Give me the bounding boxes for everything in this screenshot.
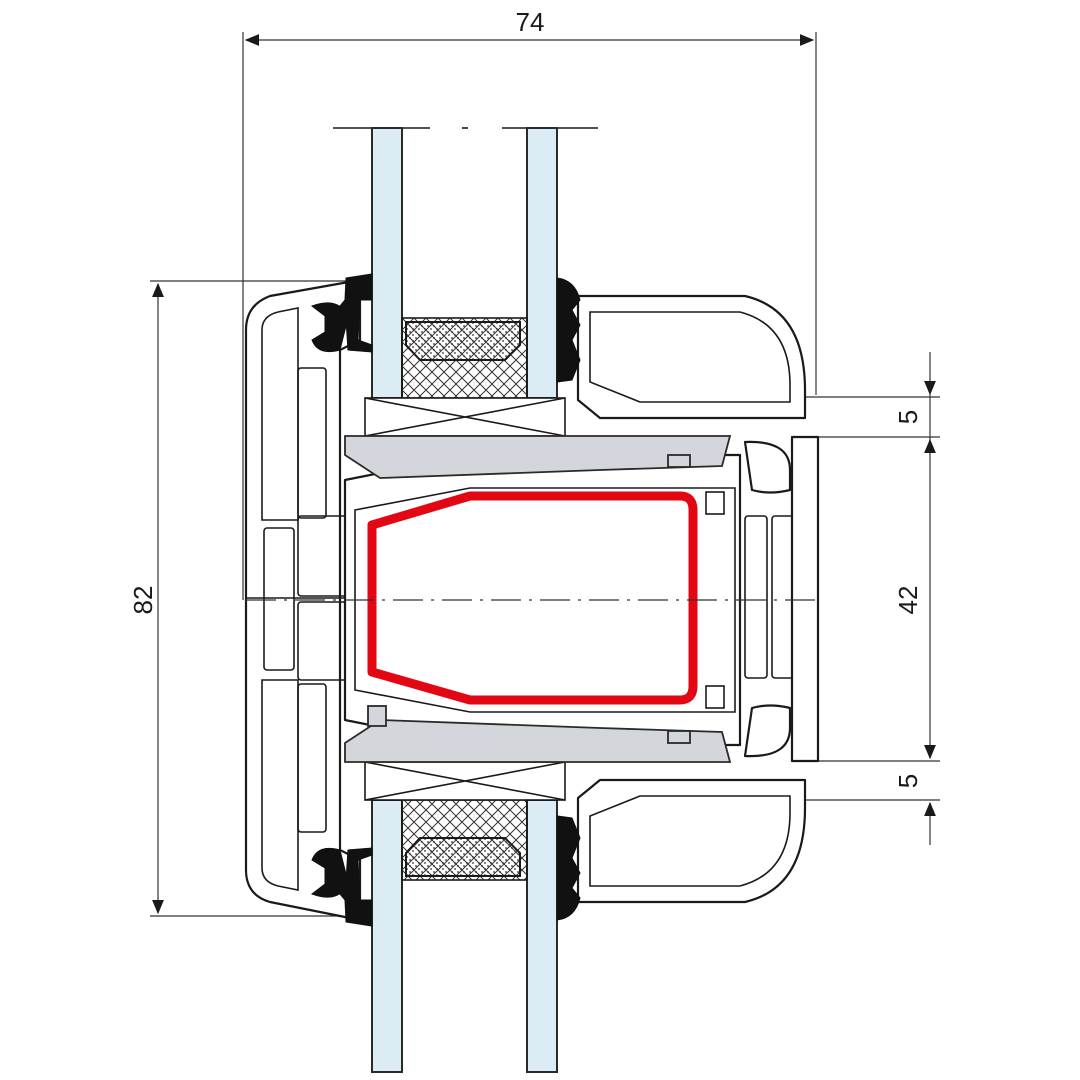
dimension-right: 5 42 5	[600, 352, 940, 845]
gaskets	[310, 273, 581, 927]
glass-pane-right	[526, 127, 558, 399]
glass-pane-left	[371, 127, 403, 399]
dimension-top-gap-label: 5	[893, 410, 923, 424]
setting-blocks	[364, 397, 566, 801]
glazing-bead-bottom	[576, 778, 807, 904]
gray-profiles	[344, 435, 732, 763]
dimension-height: 82	[128, 280, 350, 917]
steel-reinforcement	[367, 491, 698, 705]
dimension-bottom-gap-label: 5	[893, 774, 923, 788]
dimension-middle-label: 42	[893, 586, 923, 615]
glazing-bead-top	[576, 294, 807, 420]
spacer-top	[401, 317, 528, 399]
dimension-width-label: 74	[516, 7, 545, 37]
dimension-width: 74	[242, 7, 817, 600]
frame-right-edge	[743, 435, 820, 763]
dimension-height-label: 82	[128, 586, 158, 615]
spacer-bottom	[401, 799, 528, 881]
